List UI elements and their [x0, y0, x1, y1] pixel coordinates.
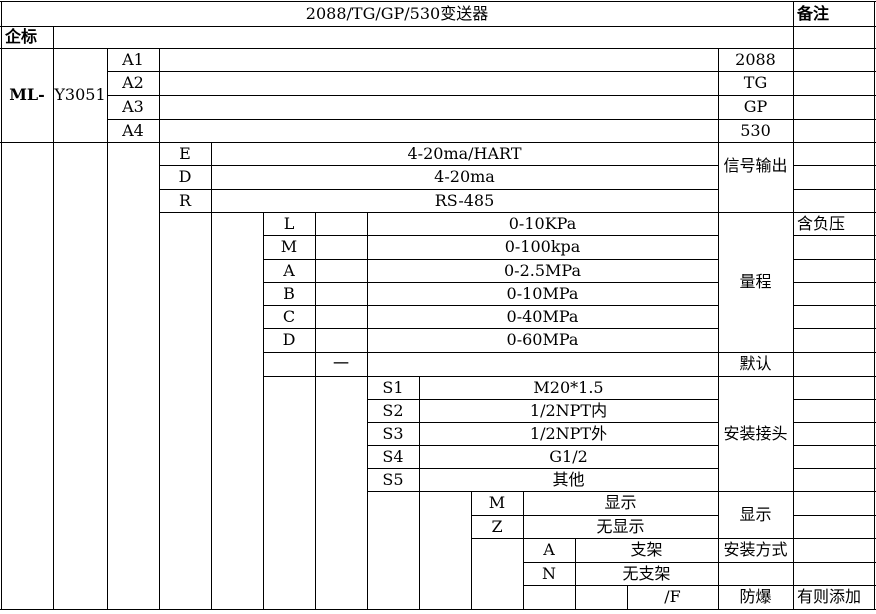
range-desc-b: 0-10MPa — [506, 283, 579, 303]
display-code-m: M — [488, 493, 506, 512]
model-value-a4: 530 — [740, 120, 771, 140]
model-code-a4: A4 — [122, 120, 144, 140]
output-code-d: D — [178, 167, 192, 186]
connector-desc-s3: 1/2NPT外 — [529, 423, 608, 443]
connector-category: 安装接头 — [723, 423, 788, 443]
output-code-e: E — [179, 143, 191, 163]
output-desc-r: RS-485 — [434, 190, 495, 210]
table-title: 2088/TG/GP/530变送器 — [305, 3, 489, 23]
model-code-a2: A2 — [122, 73, 144, 92]
connector-code-s2: S2 — [382, 400, 404, 420]
default-code: 一 — [332, 354, 349, 373]
range-desc-l: 0-10KPa — [508, 213, 577, 233]
range-desc-a: 0-2.5MPa — [504, 260, 581, 280]
display-desc-m: 显示 — [604, 493, 637, 512]
range-code-d: D — [282, 330, 296, 349]
output-category: 信号输出 — [723, 155, 788, 175]
model-base: Y3051 — [54, 85, 106, 104]
display-category: 显示 — [739, 504, 772, 524]
mount-desc-n: 无支架 — [622, 563, 671, 583]
model-value-a3: GP — [743, 97, 768, 116]
range-code-b: B — [283, 283, 295, 303]
range-category: 量程 — [739, 272, 772, 291]
output-desc-d: 4-20ma — [434, 167, 495, 186]
display-code-z: Z — [491, 516, 503, 536]
connector-desc-s2: 1/2NPT内 — [529, 400, 608, 420]
model-prefix: ML- — [9, 85, 45, 104]
range-desc-d: 0-60MPa — [506, 330, 579, 349]
connector-code-s1: S1 — [382, 377, 404, 397]
range-code-c: C — [282, 306, 296, 326]
range-code-a: A — [283, 260, 295, 280]
default-category: 默认 — [739, 354, 772, 373]
connector-code-s4: S4 — [382, 446, 404, 466]
model-value-a1: 2088 — [735, 49, 776, 69]
company-standard-label: 企标 — [5, 27, 38, 46]
connector-code-s3: S3 — [382, 423, 404, 443]
explosion-code: /F — [664, 587, 681, 606]
explosion-category: 防爆 — [739, 587, 772, 606]
model-value-a2: TG — [743, 73, 768, 92]
mount-code-n: N — [542, 563, 556, 583]
connector-desc-s4: G1/2 — [549, 446, 588, 466]
range-desc-m: 0-100kpa — [504, 237, 581, 256]
mount-code-a: A — [543, 540, 555, 559]
range-desc-c: 0-40MPa — [506, 306, 579, 326]
range-remark: 含负压 — [797, 213, 846, 233]
connector-desc-s5: 其他 — [552, 469, 585, 489]
model-code-a3: A3 — [122, 97, 144, 116]
output-code-r: R — [178, 190, 192, 210]
mount-desc-a: 支架 — [630, 540, 663, 559]
model-code-a1: A1 — [122, 49, 144, 69]
output-desc-e: 4-20ma/HART — [407, 143, 522, 163]
mount-category: 安装方式 — [723, 540, 788, 559]
connector-code-s5: S5 — [382, 469, 404, 489]
display-desc-z: 无显示 — [596, 516, 645, 536]
connector-desc-s1: M20*1.5 — [533, 377, 604, 397]
explosion-remark: 有则添加 — [797, 587, 862, 606]
range-code-m: M — [280, 237, 298, 256]
remarks-header: 备注 — [797, 3, 830, 23]
range-code-l: L — [283, 213, 295, 233]
